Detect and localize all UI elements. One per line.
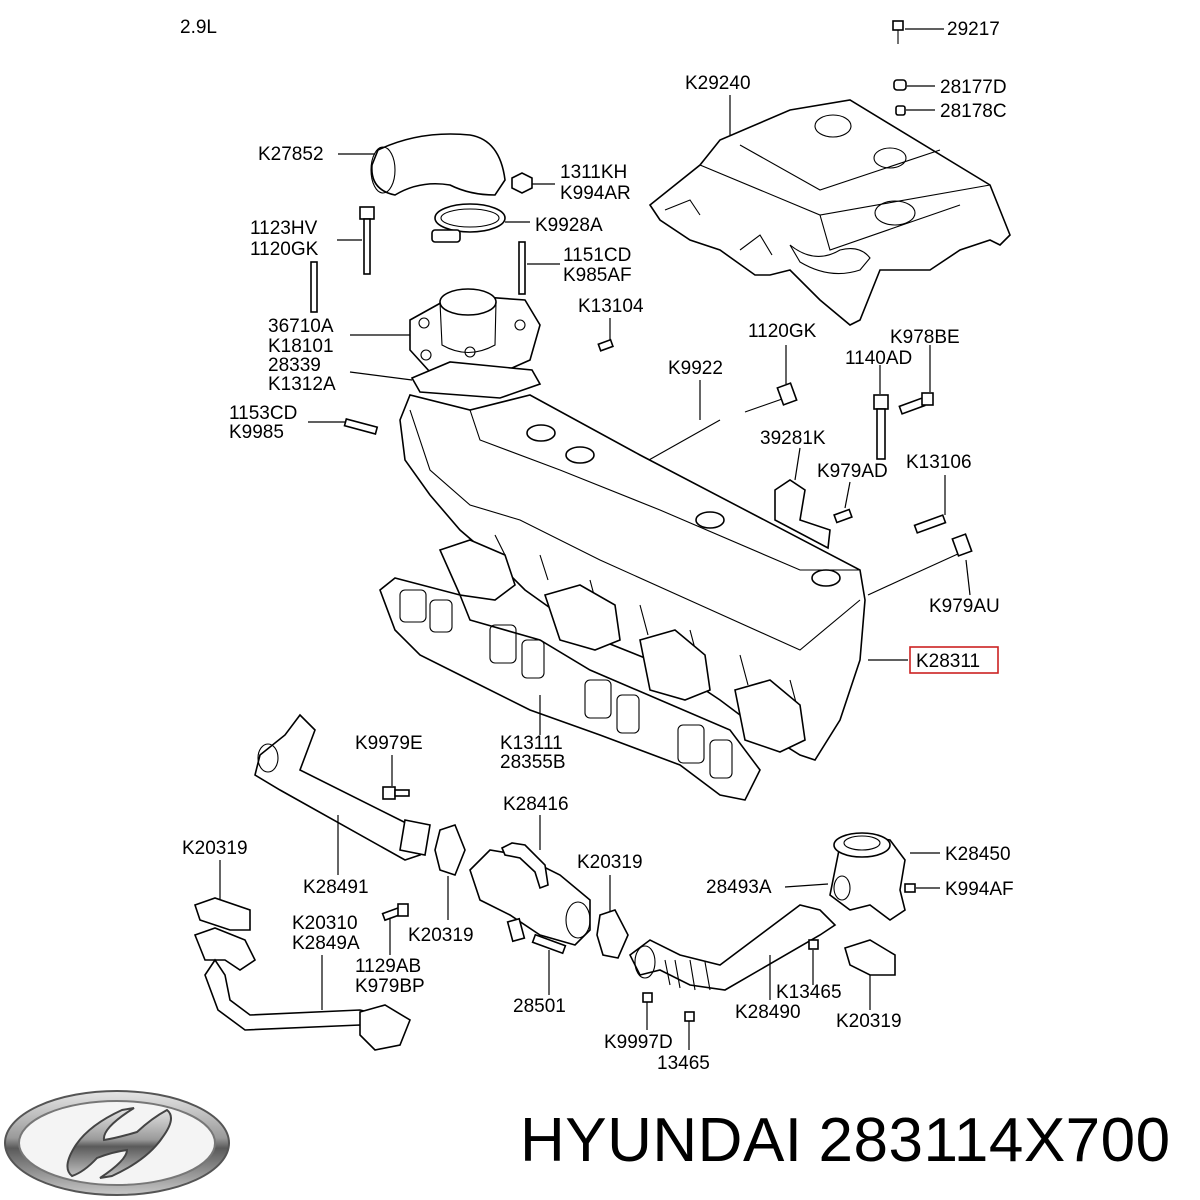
part-label[interactable]: K13111 [500,733,563,754]
part-label[interactable]: K28416 [503,794,569,815]
part-label[interactable]: K979BP [355,976,425,997]
gasket-k20319-mid-part [596,909,629,959]
part-label[interactable]: 28493A [706,877,772,898]
part-label[interactable]: 1140AD [845,348,912,369]
part-label[interactable]: K979AD [817,461,888,482]
nut-k994af-part [904,883,916,893]
bolt-k979au-part [904,533,973,579]
rod-k9922-part [639,419,721,466]
part-label[interactable]: 29217 [947,19,1000,40]
part-label[interactable]: K9985 [229,422,284,443]
part-label[interactable]: K979AU [929,596,1000,617]
part-label[interactable]: K28450 [945,844,1011,865]
part-label[interactable]: K978BE [890,327,960,348]
stud-1120gk-part [310,261,318,313]
part-label[interactable]: 1123HV [250,218,318,239]
highlight-box [909,646,999,674]
part-label[interactable]: K13106 [906,452,972,473]
part-label[interactable]: K9979E [355,733,423,754]
egr-valve-part [829,832,906,921]
engine-size-label: 2.9L [180,17,217,38]
bolt-1140ad-part [873,394,889,460]
part-label[interactable]: K13465 [776,982,842,1003]
bracket-part [774,479,831,550]
bolt-k13106-part [913,514,947,534]
nut-13465-part [684,1011,695,1022]
part-label[interactable]: K29240 [685,73,751,94]
part-label[interactable]: K2849A [292,933,360,954]
clamp-part [431,203,506,243]
gasket-k20319-part [434,824,466,876]
grommet-28177d-part [893,79,907,91]
gasket-k20319-right-part [844,939,896,976]
part-label[interactable]: K9997D [604,1032,673,1053]
part-labels: 2.9L 29217 28177D 28178C K29240 K27852 1… [180,17,1014,1074]
manifold-gasket-part [379,577,761,801]
intake-manifold-part [399,394,866,761]
housing-part [409,288,541,381]
grommet-28178c-part [895,105,906,116]
bolt-1123hv-part [359,206,375,275]
bolt-k9979e-part [382,786,410,800]
part-label[interactable]: 28355B [500,752,566,773]
bolt-1120gk-part [744,382,798,413]
part-label[interactable]: 1311KH [560,162,627,183]
part-label[interactable]: 1120GK [250,239,319,260]
part-label[interactable]: K9922 [668,358,723,379]
part-label[interactable]: K18101 [268,336,334,357]
part-label[interactable]: K994AF [945,879,1014,900]
part-label[interactable]: 28177D [940,77,1007,98]
part-label[interactable]: 39281K [760,428,826,449]
part-number: 283114X700 [818,1106,1171,1175]
part-label[interactable]: K20319 [182,838,248,859]
hyundai-logo-icon [4,1090,230,1196]
part-label[interactable]: K27852 [258,144,324,165]
stud-1153cd-part [343,417,379,435]
part-label[interactable]: K994AR [560,183,631,204]
egr-pipe-k20310-part [193,927,411,1051]
brand-name: HYUNDAI [520,1106,803,1175]
part-label[interactable]: K28490 [735,1002,801,1023]
part-label-highlighted[interactable]: K28311 [916,651,980,672]
part-label[interactable]: K9928A [535,215,603,236]
egr-cooler-part [469,842,591,946]
leader-lines [219,28,971,1050]
part-label[interactable]: K20319 [577,852,643,873]
part-label[interactable]: K20319 [836,1011,902,1032]
gasket-k20319-left-part [193,897,251,931]
part-label[interactable]: K20319 [408,925,474,946]
part-label[interactable]: K985AF [563,265,632,286]
part-label[interactable]: 1120GK [748,321,817,342]
part-label[interactable]: 28339 [268,355,321,376]
part-label[interactable]: 1151CD [563,245,631,266]
part-label[interactable]: K1312A [268,374,336,395]
bolt-29217-part [892,20,904,44]
stud-1151cd-part [518,241,526,295]
hose-part [370,133,506,196]
part-label[interactable]: K28491 [303,877,369,898]
bolt-k979ad-part [833,508,853,524]
nut-k13465-part [808,939,819,950]
bolt-k978be-part [898,392,934,415]
part-label[interactable]: 1153CD [229,403,297,424]
stud-28501-part [531,933,567,955]
part-label[interactable]: 13465 [657,1053,710,1074]
part-label[interactable]: 28501 [513,996,566,1017]
nut-part [511,172,533,194]
part-label[interactable]: 1129AB [355,956,421,977]
nut-k9997d-part [642,992,653,1003]
gasket-28339-part [410,361,542,399]
engine-cover-part [648,99,1011,326]
part-label[interactable]: K13104 [578,296,644,317]
part-label[interactable]: 36710A [268,316,334,337]
part-label[interactable]: K20310 [292,913,358,934]
part-label[interactable]: 28178C [940,101,1007,122]
pin-k13104-part [597,338,614,352]
egr-pipe-k28491-part [254,713,431,861]
egr-pipe-k28490-part [628,904,837,991]
bolt-1129ab-part [381,903,409,922]
